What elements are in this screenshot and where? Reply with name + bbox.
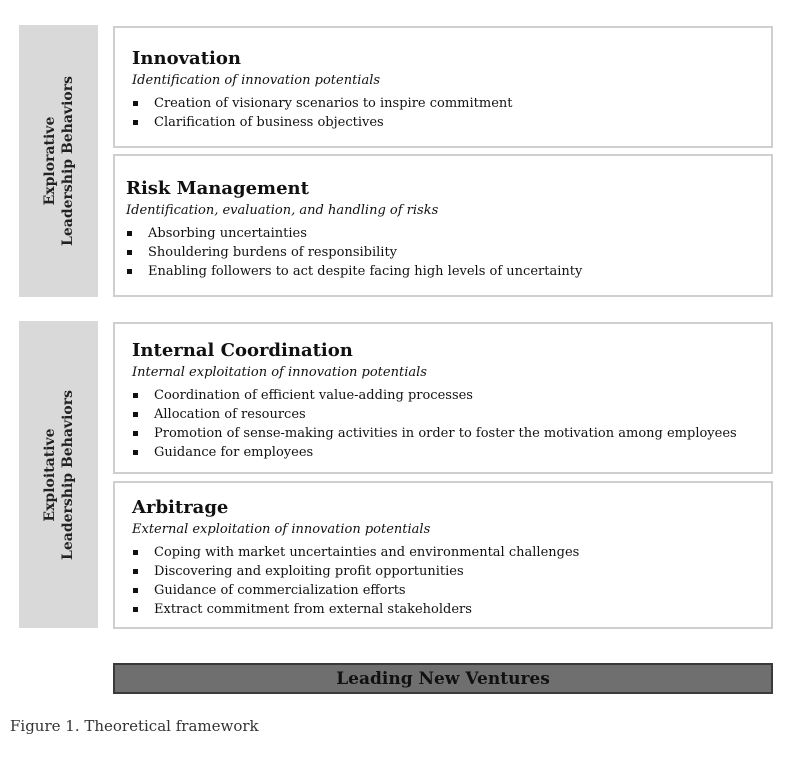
risk-management-subtitle: Identification, evaluation, and handling…	[126, 203, 439, 218]
innovation-list: Creation of visionary scenarios to inspi…	[132, 94, 755, 132]
list-item: Guidance of commercialization efforts	[132, 581, 755, 600]
list-item: Absorbing uncertainties	[126, 224, 755, 243]
internal-coordination-box: Internal Coordination Internal exploitat…	[113, 322, 773, 474]
risk-management-list: Absorbing uncertainties Shouldering burd…	[126, 224, 755, 281]
list-item: Discovering and exploiting profit opport…	[132, 562, 755, 581]
list-item: Coping with market uncertainties and env…	[132, 543, 755, 562]
arbitrage-subtitle: External exploitation of innovation pote…	[132, 522, 431, 537]
list-item: Clarification of business objectives	[132, 113, 755, 132]
exploitative-label-line2: Leadership Behaviors	[59, 389, 76, 560]
list-item: Creation of visionary scenarios to inspi…	[132, 94, 755, 113]
list-item: Coordination of efficient value-adding p…	[132, 386, 755, 405]
figure-caption: Figure 1. Theoretical framework	[10, 717, 259, 735]
explorative-label-line1: Explorative	[41, 116, 58, 206]
internal-coordination-subtitle: Internal exploitation of innovation pote…	[132, 365, 427, 380]
risk-management-title: Risk Management	[126, 178, 309, 199]
exploitative-label-line1: Exploitative	[41, 427, 58, 522]
list-item: Guidance for employees	[132, 443, 755, 462]
list-item: Shouldering burdens of responsibility	[126, 243, 755, 262]
list-item: Promotion of sense-making activities in …	[132, 424, 755, 443]
internal-coordination-title: Internal Coordination	[132, 340, 353, 361]
innovation-title: Innovation	[132, 48, 241, 69]
explorative-label-line2: Leadership Behaviors	[59, 76, 76, 246]
explorative-group-label: Explorative Leadership Behaviors	[19, 25, 98, 297]
risk-management-box: Risk Management Identification, evaluati…	[113, 154, 773, 297]
leading-new-ventures-banner: Leading New Ventures	[113, 663, 773, 694]
list-item: Allocation of resources	[132, 405, 755, 424]
innovation-subtitle: Identification of innovation potentials	[132, 73, 381, 88]
innovation-box: Innovation Identification of innovation …	[113, 26, 773, 148]
exploitative-group-label: Exploitative Leadership Behaviors	[19, 321, 98, 628]
list-item: Extract commitment from external stakeho…	[132, 600, 755, 619]
arbitrage-title: Arbitrage	[132, 497, 229, 518]
internal-coordination-list: Coordination of efficient value-adding p…	[132, 386, 755, 462]
arbitrage-list: Coping with market uncertainties and env…	[132, 543, 755, 619]
arbitrage-box: Arbitrage External exploitation of innov…	[113, 481, 773, 629]
list-item: Enabling followers to act despite facing…	[126, 262, 755, 281]
